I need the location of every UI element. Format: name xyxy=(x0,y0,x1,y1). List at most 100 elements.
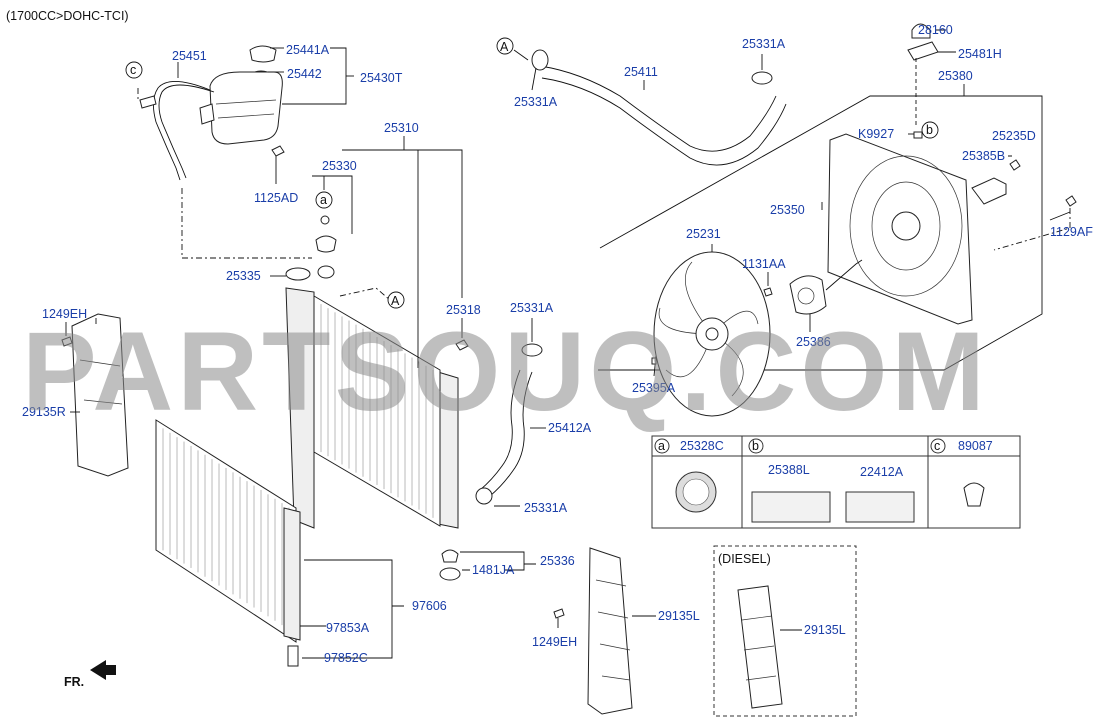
label-25310[interactable]: 25310 xyxy=(384,121,419,135)
fan-group-frame xyxy=(598,95,1043,371)
legend-c-part[interactable]: 89087 xyxy=(958,439,993,453)
diesel-box-frame xyxy=(713,545,857,717)
label-25481h[interactable]: 25481H xyxy=(958,47,1002,61)
hose-clamp-left xyxy=(531,49,549,71)
overflow-hose-shape xyxy=(153,81,211,181)
clip-89087-shape xyxy=(963,482,985,507)
label-25395a[interactable]: 25395A xyxy=(632,381,676,395)
legend-c-key: c xyxy=(934,439,940,453)
label-29135l-diesel[interactable]: 29135L xyxy=(804,623,846,637)
condenser-plug-97852c xyxy=(287,645,299,667)
bolt-1249eh-left-shape xyxy=(61,336,73,347)
label-25336[interactable]: 25336 xyxy=(540,554,575,568)
callout-A-radiator-circle xyxy=(387,291,405,309)
label-25235d[interactable]: 25235D xyxy=(992,129,1036,143)
fan-shroud-ring xyxy=(849,155,963,297)
bolt-1131aa-shape xyxy=(763,287,773,297)
fan-motor-shape xyxy=(789,275,827,315)
hose-clamp-right xyxy=(751,71,773,85)
label-25386[interactable]: 25386 xyxy=(796,335,831,349)
air-guard-left-group xyxy=(553,547,656,715)
callout-A-hose-circle xyxy=(496,37,514,55)
label-25411[interactable]: 25411 xyxy=(624,65,658,79)
legend-b-part2[interactable]: 22412A xyxy=(860,465,904,479)
label-1129af[interactable]: 1129AF xyxy=(1050,225,1093,239)
callout-c-circle xyxy=(125,61,143,79)
diesel-box xyxy=(713,545,857,717)
label-1481ja[interactable]: 1481JA xyxy=(472,563,515,577)
fan-blades xyxy=(658,261,759,397)
condenser-group xyxy=(155,419,404,667)
callout-b-label: b xyxy=(926,123,933,137)
label-25231[interactable]: 25231 xyxy=(686,227,721,241)
bracket-25481h-shape xyxy=(907,41,939,61)
label-97852c[interactable]: 97852C xyxy=(324,651,368,665)
label-k9927[interactable]: K9927 xyxy=(858,127,894,141)
label-25331a-mid[interactable]: 25331A xyxy=(510,301,554,315)
fan-shroud-group xyxy=(598,23,1077,371)
callout-b-circle xyxy=(921,121,939,139)
label-29135r[interactable]: 29135R xyxy=(22,405,66,419)
air-guard-right-group xyxy=(61,313,129,477)
label-25442[interactable]: 25442 xyxy=(287,67,322,81)
cap-28160-shape xyxy=(911,23,931,39)
label-25441a[interactable]: 25441A xyxy=(286,43,330,57)
label-97853a[interactable]: 97853A xyxy=(326,621,370,635)
label-25350[interactable]: 25350 xyxy=(770,203,805,217)
watermark: PARTSOUQ.COM xyxy=(22,309,989,434)
diesel-label: (DIESEL) xyxy=(718,552,771,566)
air-guard-29135l-shape xyxy=(587,547,633,715)
lower-hose-clamp-top xyxy=(521,343,543,357)
label-97606[interactable]: 97606 xyxy=(412,599,447,613)
front-arrow-icon xyxy=(90,660,116,680)
clip-k9927-shape xyxy=(913,131,923,139)
label-1249eh-left[interactable]: 1249EH xyxy=(42,307,87,321)
label-25385b[interactable]: 25385B xyxy=(962,149,1005,163)
legend-a-part[interactable]: 25328C xyxy=(680,439,724,453)
label-25331a-top-right[interactable]: 25331A xyxy=(742,37,786,51)
fan-resistor-connector xyxy=(971,177,1007,205)
legend-table-frame xyxy=(651,435,1021,529)
clip-25395a-shape xyxy=(651,357,657,365)
label-1249eh-bottom[interactable]: 1249EH xyxy=(532,635,577,649)
warning-label-22412a-shape xyxy=(845,491,915,523)
label-1131aa[interactable]: 1131AA xyxy=(742,257,786,271)
label-29135l[interactable]: 29135L xyxy=(658,609,700,623)
air-guard-diesel-shape xyxy=(737,585,783,709)
label-25330[interactable]: 25330 xyxy=(322,159,357,173)
condenser-receiver-drier xyxy=(283,507,301,641)
air-guard-29135r-shape xyxy=(71,313,129,477)
o-ring-shape xyxy=(320,215,330,225)
legend-b-part1[interactable]: 25388L xyxy=(768,463,810,477)
label-25335[interactable]: 25335 xyxy=(226,269,261,283)
label-28160[interactable]: 28160 xyxy=(918,23,953,37)
legend-b-key: b xyxy=(752,439,759,453)
legend-table xyxy=(651,435,1021,529)
fan-blade-group xyxy=(651,244,863,417)
mount-insulator-lower xyxy=(439,567,461,581)
reservoir-cap-shape xyxy=(249,45,277,63)
label-25430t[interactable]: 25430T xyxy=(360,71,403,85)
label-25331a-bottom[interactable]: 25331A xyxy=(524,501,568,515)
engine-spec-title: (1700CC>DOHC-TCI) xyxy=(6,9,129,23)
upper-hose-shape xyxy=(539,65,777,152)
bolt-25235d-shape xyxy=(1009,159,1021,171)
label-25331a-top-left[interactable]: 25331A xyxy=(514,95,558,109)
bolt-1129af-shape xyxy=(1065,195,1077,207)
callout-a-circle xyxy=(315,191,333,209)
bolt-1249eh-bottom-shape xyxy=(553,608,565,619)
drain-plug-shape xyxy=(455,339,469,351)
radiator-group xyxy=(270,136,469,529)
callout-A-hose-label: A xyxy=(500,40,509,54)
label-25318[interactable]: 25318 xyxy=(446,303,481,317)
fan-shroud-hub xyxy=(891,211,921,241)
label-25451[interactable]: 25451 xyxy=(172,49,207,63)
label-1125ad[interactable]: 1125AD xyxy=(254,191,298,205)
mount-insulator-group xyxy=(439,549,536,581)
legend-a-key: a xyxy=(658,439,665,453)
label-25380[interactable]: 25380 xyxy=(938,69,973,83)
label-25412a[interactable]: 25412A xyxy=(548,421,592,435)
callout-a-label: a xyxy=(320,193,327,207)
clip-c-shape xyxy=(139,95,157,109)
